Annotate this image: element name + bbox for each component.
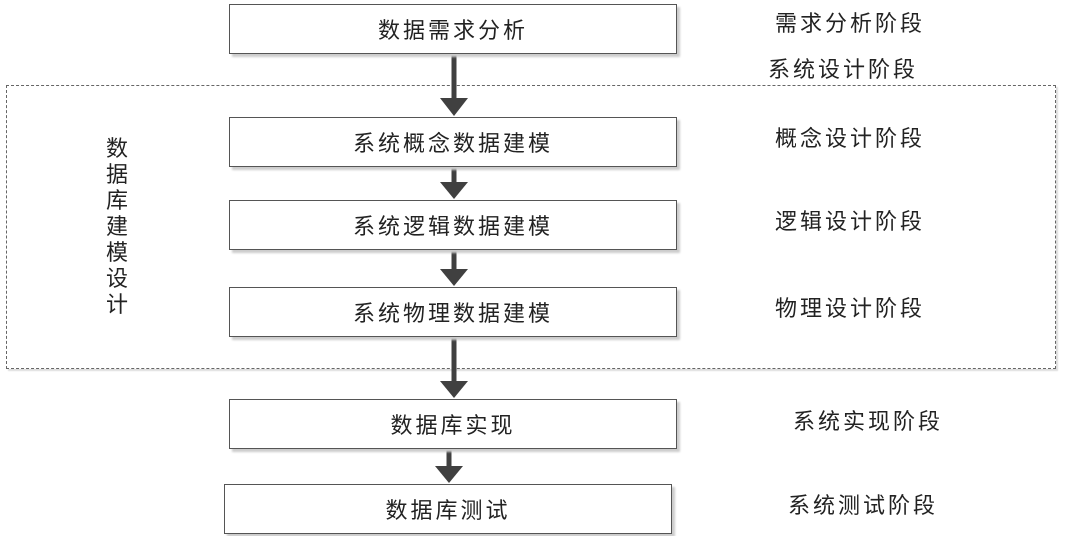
arrow-3 — [440, 250, 468, 286]
step-box-conceptual: 系统概念数据建模 — [229, 117, 677, 167]
stage-label-design: 系统设计阶段 — [768, 58, 919, 83]
group-side-label: 数据库建模设计 — [105, 137, 128, 318]
stage-label-conceptual: 概念设计阶段 — [775, 127, 926, 152]
step-box-physical: 系统物理数据建模 — [229, 287, 677, 337]
step-box-implementation: 数据库实现 — [229, 399, 677, 449]
stage-label-logical: 逻辑设计阶段 — [775, 210, 926, 235]
stage-label-implementation: 系统实现阶段 — [793, 410, 944, 435]
step-box-logical: 系统逻辑数据建模 — [229, 200, 677, 250]
arrow-5 — [435, 450, 463, 483]
arrow-1 — [440, 54, 468, 116]
arrow-2 — [440, 167, 468, 199]
step-box-requirements: 数据需求分析 — [229, 4, 677, 54]
design-group-boundary — [6, 85, 1056, 369]
step-box-testing: 数据库测试 — [224, 484, 672, 534]
arrow-4 — [440, 337, 468, 398]
stage-label-physical: 物理设计阶段 — [775, 297, 926, 322]
stage-label-requirements: 需求分析阶段 — [775, 12, 926, 37]
stage-label-testing: 系统测试阶段 — [788, 494, 939, 519]
